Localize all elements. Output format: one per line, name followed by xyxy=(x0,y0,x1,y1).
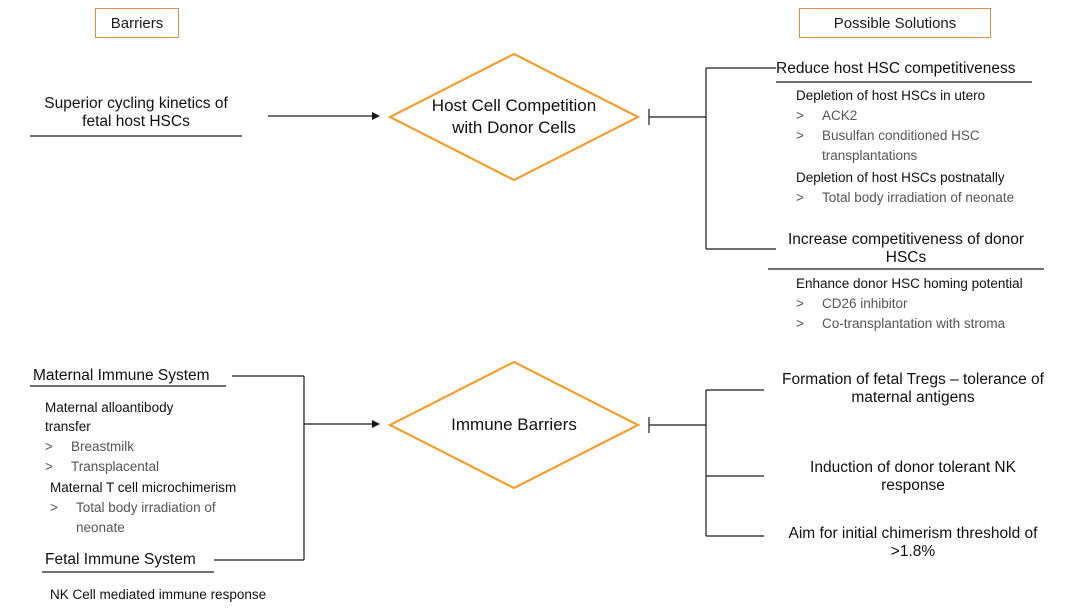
solution1-group1-item1: > ACK2 xyxy=(796,108,857,124)
solution2-group1-item2: > Co-transplantation with stroma xyxy=(796,316,1005,332)
solution2-title-line2: HSCs xyxy=(885,248,927,266)
immune-solution-2: Induction of donor tolerant NK response xyxy=(762,459,1064,495)
item-text: Busulfan conditioned HSC xyxy=(822,128,980,143)
possible-solutions-header-label: Possible Solutions xyxy=(833,14,957,32)
bullet-marker: > xyxy=(45,459,53,474)
host-competition-line2: with Donor Cells xyxy=(452,118,576,138)
maternal-item-transplacental: > Transplacental xyxy=(45,459,159,475)
arrowhead-top xyxy=(372,112,380,120)
solution1-group2-heading: Depletion of host HSCs postnatally xyxy=(796,170,1005,185)
solution1-group1-item2: > Busulfan conditioned HSC xyxy=(796,128,980,144)
possible-solutions-header: Possible Solutions xyxy=(799,8,991,38)
solution1-group1-heading: Depletion of host HSCs in utero xyxy=(796,88,986,103)
item-text: neonate xyxy=(76,520,125,535)
item-text: Co-transplantation with stroma xyxy=(822,316,1006,331)
barriers-header: Barriers xyxy=(95,8,179,38)
top-barrier-line2: fetal host HSCs xyxy=(82,112,190,130)
bullet-marker: > xyxy=(796,108,804,123)
immune-solution-3: Aim for initial chimerism threshold of >… xyxy=(762,525,1064,561)
immune-solution-2-line1: Induction of donor tolerant NK xyxy=(810,459,1016,476)
item-text: CD26 inhibitor xyxy=(822,296,908,311)
immune-solution-3-line2: >1.8% xyxy=(890,542,936,560)
bullet-marker: > xyxy=(796,190,804,205)
solution1-title: Reduce host HSC competitiveness xyxy=(776,60,1016,77)
immune-solution-1-line2: maternal antigens xyxy=(851,388,975,406)
item-text: Total body irradiation of neonate xyxy=(822,190,1015,205)
top-barrier-text: Superior cycling kinetics of fetal host … xyxy=(26,95,246,131)
top-barrier-line1: Superior cycling kinetics of xyxy=(44,95,228,112)
arrowhead-bottom xyxy=(372,420,380,428)
solution2-group1-item1: > CD26 inhibitor xyxy=(796,296,908,312)
fetal-sub: NK Cell mediated immune response xyxy=(50,587,267,602)
maternal-item-irradiation-cont: neonate xyxy=(76,520,125,536)
item-text: Breastmilk xyxy=(71,439,135,454)
bullet-marker: > xyxy=(45,439,53,454)
solution1-group1-item2-cont: transplantations xyxy=(822,148,917,164)
maternal-immune-title: Maternal Immune System xyxy=(33,367,210,384)
immune-solution-3-line1: Aim for initial chimerism threshold of xyxy=(788,525,1038,542)
item-text: Total body irradiation of xyxy=(76,500,216,515)
barriers-header-label: Barriers xyxy=(110,14,164,32)
maternal-item-irradiation: > Total body irradiation of xyxy=(50,500,216,516)
bullet-marker: > xyxy=(796,128,804,143)
immune-solution-1-line1: Formation of fetal Tregs – tolerance of xyxy=(782,371,1044,388)
immune-solution-2-line2: response xyxy=(881,476,945,494)
host-competition-diamond xyxy=(387,52,641,182)
bullet-marker: > xyxy=(50,500,58,515)
solution2-title: Increase competitiveness of donor HSCs xyxy=(772,231,1040,267)
immune-solution-1: Formation of fetal Tregs – tolerance of … xyxy=(762,371,1064,407)
maternal-sub1-line1: Maternal alloantibody xyxy=(45,400,174,415)
bullet-marker: > xyxy=(796,296,804,311)
host-competition-label: Host Cell Competition with Donor Cells xyxy=(404,95,624,139)
solution1-group2-item1: > Total body irradiation of neonate xyxy=(796,190,1014,206)
immune-barriers-diamond xyxy=(387,360,641,490)
host-competition-line1: Host Cell Competition xyxy=(431,96,597,115)
maternal-item-breastmilk: > Breastmilk xyxy=(45,439,134,455)
solution2-group1-heading: Enhance donor HSC homing potential xyxy=(796,276,1023,291)
maternal-sub2: Maternal T cell microchimerism xyxy=(50,480,237,495)
item-text: transplantations xyxy=(822,148,918,163)
fetal-immune-title: Fetal Immune System xyxy=(45,551,196,568)
item-text: ACK2 xyxy=(822,108,858,123)
immune-barriers-label: Immune Barriers xyxy=(451,415,577,434)
bullet-marker: > xyxy=(796,316,804,331)
item-text: Transplacental xyxy=(71,459,160,474)
maternal-sub1-line2: transfer xyxy=(45,419,91,434)
solution2-title-line1: Increase competitiveness of donor xyxy=(787,231,1025,248)
